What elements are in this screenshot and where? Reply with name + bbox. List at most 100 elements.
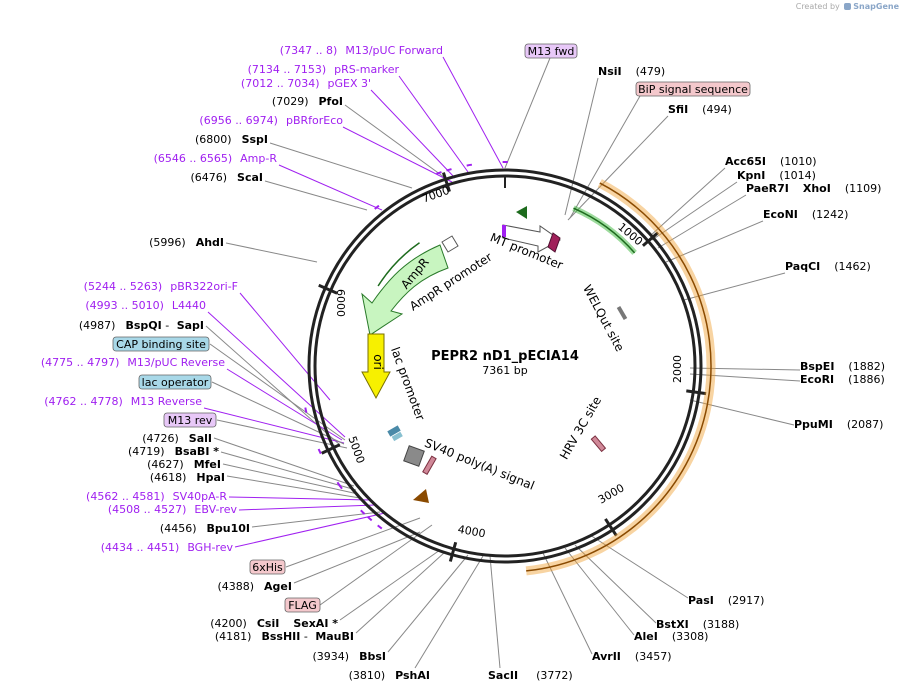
leader-line (225, 242, 318, 263)
site-position: (1462) (834, 260, 871, 273)
leader-line (228, 496, 371, 501)
tick-label: 4000 (457, 523, 487, 541)
plasmid-name: PEPR2 nD1_pECIA14 (431, 349, 579, 364)
feature-box-label: 6xHis (252, 561, 283, 574)
primer-name: SV40pA-R (173, 490, 228, 503)
site-position: (6476) (190, 171, 227, 184)
site-name: PaeR7I (746, 182, 789, 195)
primer-label: (4508 .. 4527)EBV-rev (108, 503, 238, 516)
label-text: (4719)BsaBI * (128, 445, 219, 458)
feature-label: ori (371, 354, 385, 370)
site-position: (6800) (195, 133, 232, 146)
primer-position: (4562 .. 4581) (86, 490, 165, 503)
primer-label: (7347 .. 8)M13/pUC Forward (280, 44, 443, 57)
label-text: (5244 .. 5263) pBR322ori-F (84, 280, 238, 293)
tick-mark (686, 389, 707, 396)
feature-box-label: M13 rev (168, 414, 213, 427)
plasmid-backbone (307, 168, 707, 564)
label-text: (4987)BspQI - SapI (79, 319, 204, 332)
site-name: BssHII (261, 630, 300, 643)
site-bstxi: BstXI(3188) (656, 618, 739, 631)
label-text: (4993 .. 5010) L4440 (85, 299, 206, 312)
leader-line (569, 95, 641, 219)
leader-line (489, 555, 501, 669)
primer-label: (5244 .. 5263) pBR322ori-F (84, 280, 238, 293)
site-name-2: MauBI (315, 630, 354, 643)
feature-box-bg (138, 374, 212, 390)
leader-line (665, 220, 764, 263)
label-text: (7029)PfoI (272, 95, 343, 108)
site-name: PshAI (395, 669, 430, 682)
tick-mark (321, 443, 341, 455)
primer-name: M13/pUC Forward (345, 44, 443, 57)
label-text: EcoNI(1242) (763, 208, 848, 221)
feature-box-label: BiP signal sequence (638, 83, 748, 96)
site-position: (1882) (848, 360, 885, 373)
feature-box-bg (249, 559, 286, 575)
site-mfei: (4627)MfeI (147, 458, 221, 471)
site-position: (7029) (272, 95, 309, 108)
site-position: (1010) (780, 155, 817, 168)
credit-brand: SnapGene (853, 2, 899, 11)
site-paqci: PaqCI(1462) (785, 260, 871, 273)
primer-name: L4440 (172, 299, 206, 312)
label-text: (4562 .. 4581) SV40pA-R (86, 490, 227, 503)
leader-line (344, 104, 449, 181)
label-text: (4627)MfeI (147, 458, 221, 471)
m13-reverse-tick (338, 483, 343, 490)
feature-box: M13 rev (163, 412, 217, 428)
site-position: (4618) (150, 471, 187, 484)
feature-box: FLAG (284, 597, 321, 613)
site-name-2: SexAI * (293, 617, 338, 630)
site-position: (2087) (847, 418, 884, 431)
label-part: - (300, 630, 311, 643)
leader-line (387, 554, 469, 653)
leader-line (339, 549, 441, 621)
site-bpu10i: (4456)Bpu10I (160, 522, 250, 535)
primer-position: (4762 .. 4778) (44, 395, 123, 408)
label-text: KpnI(1014) (737, 169, 816, 182)
label-part: - (162, 319, 173, 332)
label-text: (4434 .. 4451)BGH-rev (101, 541, 234, 554)
primer-position: (5244 .. 5263) (84, 280, 163, 293)
site-position: (4200) (210, 617, 247, 630)
feature-box: BiP signal sequence (635, 81, 751, 97)
label-text: (4618)HpaI (150, 471, 225, 484)
label-text: NsiI(479) (598, 65, 665, 78)
ebv-rev-tick (367, 516, 373, 522)
site-position: (1109) (845, 182, 882, 195)
label-text: AleI(3308) (634, 630, 708, 643)
tick-label: 2000 (671, 355, 684, 383)
feature-box-bg (163, 412, 217, 428)
primer-position: (6956 .. 6974) (199, 114, 278, 127)
leader-line (649, 167, 726, 237)
primer-name: pGEX 3' (327, 77, 371, 90)
site-name-2: XhoI (803, 182, 831, 195)
leader-line (370, 89, 456, 179)
primer-label: (4762 .. 4778)M13 Reverse (44, 395, 202, 408)
feature-label: HRV 3C site (557, 394, 604, 462)
site-sspi: (6800)SspI (195, 133, 268, 146)
leader-line (504, 57, 551, 169)
site-bspqi-sapi: (4987)BspQI - SapI (79, 319, 204, 332)
primer-label: (6956 .. 6974)pBRforEco (199, 114, 343, 127)
site-name: EcoRI (800, 373, 834, 386)
label-text: (4762 .. 4778)M13 Reverse (44, 395, 202, 408)
site-position: (494) (702, 103, 732, 116)
mt-start-marker (547, 232, 561, 253)
primer-label: (4434 .. 4451)BGH-rev (101, 541, 234, 554)
primer-name: pBR322ori-F (170, 280, 238, 293)
site-position: (4388) (217, 580, 254, 593)
leader-line (226, 475, 361, 499)
tick-label: 3000 (596, 481, 627, 506)
primer-position: (4993 .. 5010) (85, 299, 164, 312)
label-text: (7012 .. 7034)pGEX 3' (241, 77, 371, 90)
site-name: BspEI (800, 360, 834, 373)
snapgene-logo-icon (844, 3, 852, 10)
feature-box-label: CAP binding site (116, 338, 206, 351)
site-position: (3772) (536, 669, 573, 682)
site-bbsi: (3934)BbsI (313, 650, 386, 663)
pbrforeco-tick (436, 171, 442, 175)
ampr-promoter-shape (441, 235, 459, 253)
